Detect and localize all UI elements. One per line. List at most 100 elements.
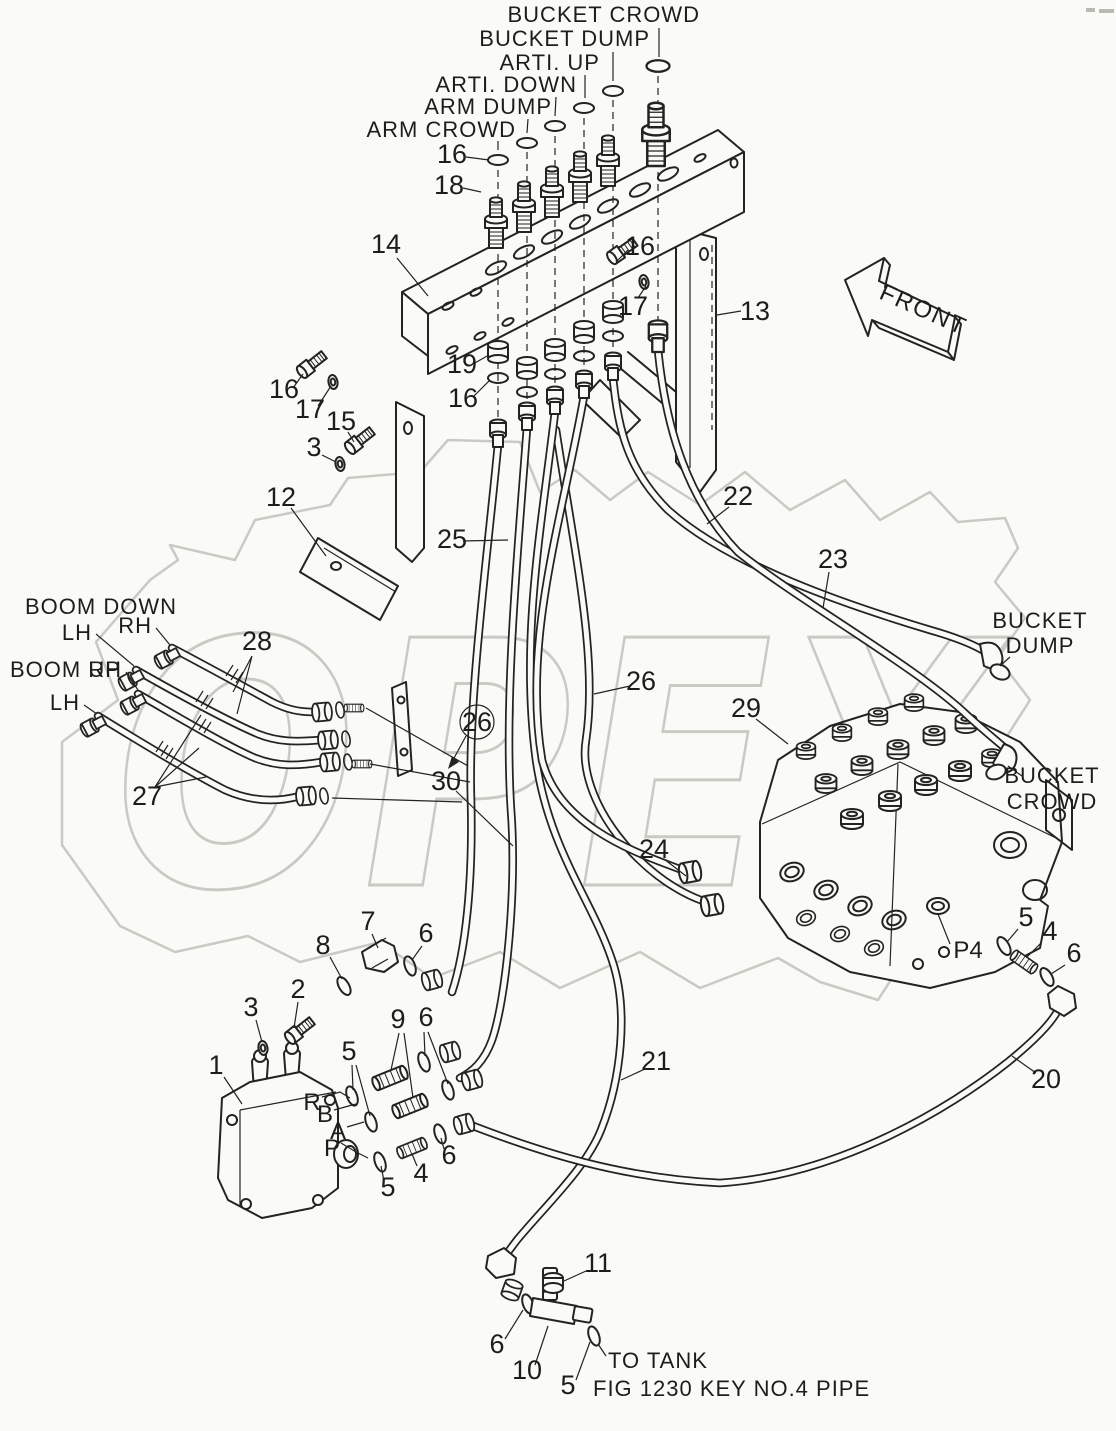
hose-24b-nut [698, 892, 726, 918]
callout-6-lower: 6 [441, 1140, 456, 1170]
callout-4-p4: 4 [1042, 916, 1057, 946]
port-p: P [324, 1135, 340, 1162]
boom-hoses [77, 646, 471, 807]
label-bucket-dump-r1: BUCKET [992, 608, 1087, 633]
callout-3-upper: 3 [306, 432, 321, 462]
label-bucket-dump-r2: DUMP [1006, 633, 1075, 658]
nut-col4 [573, 320, 595, 344]
callout-30: 30 [431, 766, 461, 796]
label-boom-down: BOOM DOWN [25, 594, 177, 619]
port-a: A [330, 1118, 346, 1145]
callout-29: 29 [731, 693, 761, 723]
callout-9: 9 [390, 1004, 405, 1034]
stud-arti-down [540, 165, 564, 218]
label-bucket-crowd-r1: BUCKET [1004, 763, 1099, 788]
washer-3-upper [333, 455, 347, 473]
bucket-labels: BUCKET DUMP BUCKET CROWD [992, 608, 1099, 814]
label-lh-lower: LH [50, 690, 80, 715]
stud-bucket-crowd [641, 101, 671, 168]
label-arm-dump: ARM DUMP [424, 94, 552, 119]
label-bucket-crowd: BUCKET CROWD [508, 2, 701, 27]
callout-16-mid: 16 [448, 383, 478, 413]
label-arm-crowd: ARM CROWD [366, 117, 516, 142]
callout-21: 21 [641, 1046, 671, 1076]
callout-26: 26 [626, 666, 656, 696]
washer-17-right [637, 273, 651, 291]
label-bucket-dump: BUCKET DUMP [479, 26, 650, 51]
p4-fittings [993, 933, 1077, 1017]
label-rh-lower: RH [88, 657, 122, 682]
bracket-13 [581, 227, 717, 493]
bolt-16-left [293, 348, 330, 381]
oring-arti-down [544, 120, 566, 132]
callout-6-tank: 6 [489, 1329, 504, 1359]
callout-6-mid: 6 [418, 1002, 433, 1032]
callout-5-tank: 5 [560, 1370, 575, 1400]
callout-22: 22 [723, 481, 753, 511]
label-bucket-crowd-r2: CROWD [1007, 789, 1098, 814]
callout-1: 1 [208, 1050, 223, 1080]
stud-arm-crowd [484, 196, 508, 249]
oring-arm-dump [516, 137, 538, 149]
callout-19: 19 [447, 349, 477, 379]
callout-10: 10 [512, 1355, 542, 1385]
callout-17-right: 17 [618, 291, 648, 321]
top-port-labels: BUCKET CROWD BUCKET DUMP ARTI. UP ARTI. … [366, 2, 701, 150]
callout-16-left: 16 [269, 374, 299, 404]
callout-11: 11 [584, 1248, 612, 1278]
note-fig-ref: FIG 1230 KEY NO.4 PIPE [593, 1376, 870, 1401]
callout-20: 20 [1031, 1064, 1061, 1094]
note-to-tank: TO TANK [608, 1348, 708, 1373]
anti-drift-valve [217, 1041, 359, 1219]
callout-24: 24 [639, 834, 669, 864]
callout-5-p4: 5 [1018, 902, 1033, 932]
bucket-crowd-elbow [985, 743, 1018, 781]
port-b: B [317, 1101, 333, 1128]
bucket-dump-elbow [979, 641, 1011, 681]
washer-17-left [326, 373, 340, 391]
callout-25: 25 [437, 524, 467, 554]
callout-5-left: 5 [341, 1036, 356, 1066]
watermark-corner-mark [1086, 8, 1114, 13]
callout-4-lower: 4 [413, 1158, 428, 1188]
oring-bucket-crowd [645, 59, 671, 73]
callout-12: 12 [266, 482, 296, 512]
tee-nut [499, 1276, 525, 1304]
port-fitting-chains [342, 1039, 485, 1175]
label-arti-up: ARTI. UP [499, 50, 600, 75]
bolt-2 [281, 1014, 318, 1047]
oring-bucket-dump [602, 85, 624, 97]
callouts: 16 18 14 16 17 19 16 13 16 17 15 3 12 25… [132, 139, 1082, 1400]
oring-5-tank [584, 1323, 604, 1349]
boom-labels: BOOM DOWN LH RH BOOM UP RH LH [10, 594, 177, 715]
callout-23: 23 [818, 544, 848, 574]
nut-col3 [544, 338, 566, 362]
callout-27: 27 [132, 781, 162, 811]
callout-26-circled: 26 [448, 704, 495, 769]
nut-19 [487, 340, 509, 364]
stud-arm-dump [512, 180, 536, 233]
callout-17-left: 17 [295, 394, 325, 424]
callout-18: 18 [434, 170, 464, 200]
svg-text:26: 26 [462, 707, 492, 737]
callout-14: 14 [371, 229, 401, 259]
oring-16-arm-crowd [487, 154, 509, 166]
elbow-7-assembly [333, 937, 445, 999]
callout-6-p4: 6 [1066, 938, 1081, 968]
bracket-12 [299, 401, 425, 621]
tank-tee-assembly [485, 1247, 604, 1349]
adapter-9b [389, 1091, 431, 1121]
callout-28: 28 [242, 626, 272, 656]
callout-8: 8 [315, 930, 330, 960]
front-arrow: FRONT [844, 257, 971, 361]
oring-arti-up [573, 102, 595, 114]
cap-11 [542, 1272, 564, 1294]
label-arti-down: ARTI. DOWN [435, 72, 577, 97]
callout-16-right: 16 [625, 231, 655, 261]
adapter-9a [369, 1063, 411, 1093]
adapter-4-lower [394, 1135, 430, 1161]
callout-6-elbow: 6 [418, 918, 433, 948]
stud-arti-up [568, 150, 592, 203]
label-lh-upper: LH [62, 620, 92, 645]
port-r: R [303, 1089, 320, 1116]
